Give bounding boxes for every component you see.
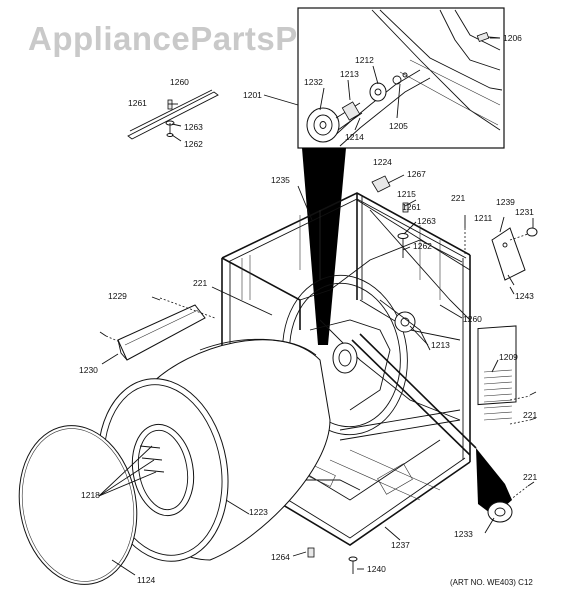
cabinet-frame (221, 192, 517, 546)
label-1232: 1232 (304, 77, 323, 87)
label-1224: 1224 (373, 157, 392, 167)
label-1260-main: 1260 (463, 314, 482, 324)
label-1243: 1243 (515, 291, 534, 301)
duct-1230 (99, 296, 216, 361)
label-1263: 1263 (184, 122, 203, 132)
label-1230: 1230 (79, 365, 98, 375)
label-1209: 1209 (499, 352, 518, 362)
label-221-right: 221 (523, 410, 537, 420)
art-number: (ART NO. WE403) C12 (450, 578, 533, 587)
label-1262: 1262 (184, 139, 203, 149)
label-1215: 1215 (397, 189, 416, 199)
label-1235: 1235 (271, 175, 290, 185)
label-1206: 1206 (503, 33, 522, 43)
motor-1233 (476, 448, 535, 523)
label-1261-main: 1261 (402, 202, 421, 212)
label-1201: 1201 (243, 90, 262, 100)
inset-detail (297, 7, 505, 149)
label-1213-main: 1213 (431, 340, 450, 350)
label-1237: 1237 (391, 540, 410, 550)
label-1212: 1212 (355, 55, 374, 65)
label-1218: 1218 (81, 490, 100, 500)
label-1124: 1124 (137, 575, 156, 585)
label-1233: 1233 (454, 529, 473, 539)
label-1229: 1229 (108, 291, 127, 301)
label-1211: 1211 (474, 213, 493, 223)
part-labels: 1206 1260 1261 1263 1262 1201 1232 1213 … (79, 33, 537, 585)
label-1262-main: 1262 (413, 241, 432, 251)
label-1267: 1267 (407, 169, 426, 179)
top-parts (371, 175, 538, 425)
label-1240: 1240 (367, 564, 386, 574)
label-1205: 1205 (389, 121, 408, 131)
label-1223: 1223 (249, 507, 268, 517)
label-221-motor: 221 (523, 472, 537, 482)
inset-pointer (302, 148, 346, 345)
leader-lines (98, 37, 534, 576)
label-1214: 1214 (345, 132, 364, 142)
front-seal-1124 (18, 425, 138, 585)
bottom-parts (307, 547, 358, 574)
label-221-left: 221 (193, 278, 207, 288)
label-221-top: 221 (451, 193, 465, 203)
label-1231: 1231 (515, 207, 534, 217)
label-1264: 1264 (271, 552, 290, 562)
label-1239: 1239 (496, 197, 515, 207)
label-1263-main: 1263 (417, 216, 436, 226)
label-1213-inset: 1213 (340, 69, 359, 79)
label-1260: 1260 (170, 77, 189, 87)
label-1261: 1261 (128, 98, 147, 108)
